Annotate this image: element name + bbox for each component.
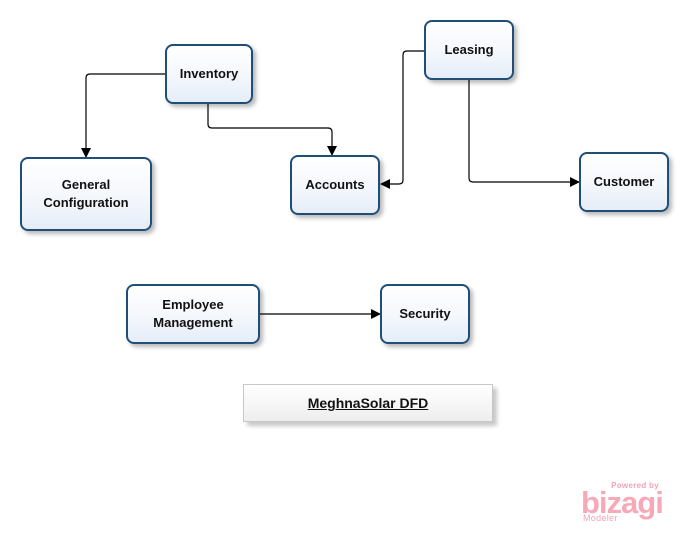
edge-leasing-to-customer <box>468 80 580 187</box>
inventory-node[interactable]: Inventory <box>165 44 253 104</box>
security-node[interactable]: Security <box>380 284 470 344</box>
bizagi-logo: Powered by bizagi Modeler <box>581 481 667 525</box>
logo-powered-by: Powered by <box>611 481 659 490</box>
edge-inventory-to-general-configuration <box>81 73 165 158</box>
customer-node[interactable]: Customer <box>579 152 669 212</box>
edge-leasing-to-accounts <box>380 50 424 189</box>
general-configuration-node[interactable]: General Configuration <box>20 157 152 231</box>
logo-brand-name: bizagi <box>581 485 664 520</box>
accounts-node[interactable]: Accounts <box>290 155 380 215</box>
diagram-title-box: MeghnaSolar DFD <box>243 384 493 422</box>
diagram-title: MeghnaSolar DFD <box>307 395 429 411</box>
leasing-node[interactable]: Leasing <box>424 20 514 80</box>
logo-product-name: Modeler <box>583 513 618 523</box>
edge-inventory-to-accounts <box>207 104 337 156</box>
employee-management-node[interactable]: Employee Management <box>126 284 260 344</box>
